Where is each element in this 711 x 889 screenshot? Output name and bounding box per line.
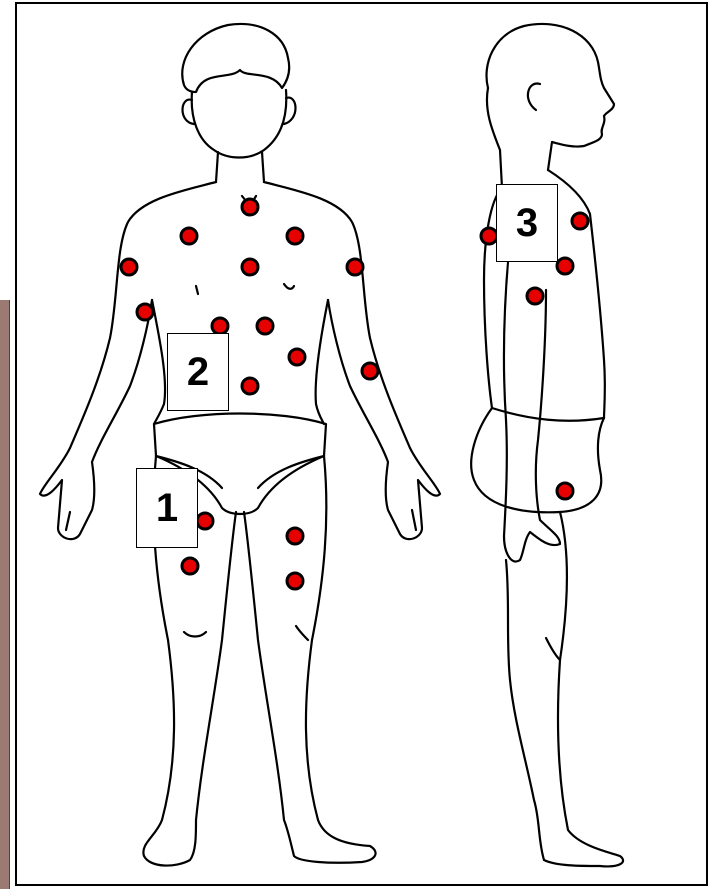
marker-front-thigh-right-lower <box>287 573 303 589</box>
marker-front-upperarm-left <box>137 304 153 320</box>
marker-side-chest-mid <box>557 258 573 274</box>
marker-side-hip <box>557 483 573 499</box>
site-label-2-text: 2 <box>187 350 209 395</box>
marker-side-shoulder-back <box>481 228 497 244</box>
marker-front-shoulder-left <box>121 259 137 275</box>
marker-front-abdomen-right <box>289 349 305 365</box>
site-label-3: 3 <box>496 184 558 262</box>
marker-side-chest-front <box>572 213 588 229</box>
marker-front-abdomen-upper-right <box>257 318 273 334</box>
side-body-figure <box>471 24 623 866</box>
marker-front-thigh-left-lower <box>182 558 198 574</box>
marker-side-upperarm <box>527 288 543 304</box>
marker-front-abdomen-upper-left <box>212 318 228 334</box>
site-label-3-text: 3 <box>516 201 538 246</box>
marker-front-navel <box>242 378 258 394</box>
site-label-1-text: 1 <box>156 486 178 531</box>
marker-front-forearm-right <box>362 363 378 379</box>
site-label-2: 2 <box>167 333 229 411</box>
marker-front-thigh-right-upper <box>287 528 303 544</box>
marker-front-neck <box>242 199 258 215</box>
marker-front-shoulder-right <box>347 259 363 275</box>
site-label-1: 1 <box>136 468 198 548</box>
front-body-figure <box>40 24 440 866</box>
marker-front-thigh-left-upper <box>197 513 213 529</box>
marker-front-chest-left <box>181 228 197 244</box>
marker-front-chest-right <box>287 228 303 244</box>
marker-front-sternum <box>242 259 258 275</box>
